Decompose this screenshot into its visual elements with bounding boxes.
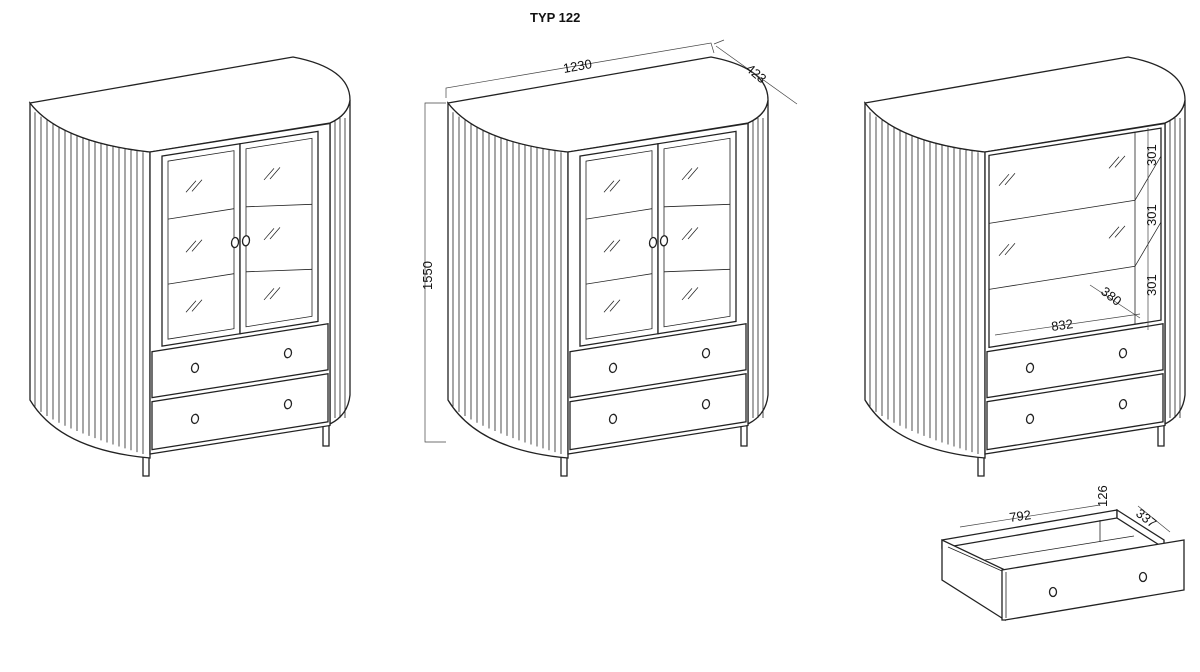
cabinet-closed-doors-view bbox=[28, 56, 351, 477]
drawer-knob-icon bbox=[1025, 413, 1035, 425]
leg bbox=[740, 422, 748, 447]
glass-reflection bbox=[1108, 225, 1126, 239]
drawer-height-dimension: 126 bbox=[1095, 485, 1110, 507]
glass-door bbox=[239, 130, 319, 335]
leg bbox=[1157, 422, 1165, 447]
glass-door bbox=[657, 130, 737, 335]
drawer-width-dimension: 792 bbox=[1008, 507, 1032, 525]
shelf bbox=[586, 273, 652, 285]
drawer-knob-icon bbox=[608, 362, 618, 374]
glass-reflection bbox=[185, 299, 203, 313]
shelf bbox=[663, 268, 731, 273]
top-panel bbox=[446, 56, 769, 153]
drawer-front bbox=[151, 373, 329, 451]
glass-reflection bbox=[681, 167, 699, 181]
glass-reflection bbox=[681, 287, 699, 301]
cabinet-dimensioned-view bbox=[446, 56, 769, 477]
drawer-knob-icon bbox=[190, 362, 200, 374]
shelf-spacing-3: 301 bbox=[1144, 274, 1159, 296]
drawer-knob-icon bbox=[1118, 398, 1128, 410]
shelf bbox=[245, 268, 313, 273]
door-knob-icon bbox=[230, 236, 240, 249]
glass-door bbox=[579, 142, 659, 347]
drawer-knob-icon bbox=[1138, 571, 1148, 583]
glass-reflection bbox=[263, 287, 281, 301]
shelf bbox=[586, 208, 652, 220]
leg bbox=[322, 422, 330, 447]
glass-reflection bbox=[603, 179, 621, 193]
glass-reflection bbox=[1108, 155, 1126, 169]
height-dimension: 1550 bbox=[420, 261, 435, 290]
left-fluted-side bbox=[447, 101, 569, 459]
glass-reflection bbox=[681, 227, 699, 241]
front bbox=[567, 122, 749, 455]
drawer-knob-icon bbox=[1118, 347, 1128, 359]
drawer-front bbox=[569, 323, 747, 399]
glass-reflection bbox=[185, 239, 203, 253]
left-fluted-side bbox=[29, 101, 151, 459]
drawer-knob-icon bbox=[190, 413, 200, 425]
drawer-knob-icon bbox=[283, 347, 293, 359]
width-dimension: 1230 bbox=[562, 56, 593, 76]
glass-door bbox=[161, 142, 241, 347]
top-panel bbox=[863, 56, 1186, 153]
shelf bbox=[663, 203, 731, 208]
glass-reflection bbox=[185, 179, 203, 193]
glass-reflection bbox=[603, 239, 621, 253]
drawer-knob-icon bbox=[1048, 586, 1058, 598]
open-compartment bbox=[988, 127, 1162, 349]
drawing-title: TYP 122 bbox=[530, 10, 580, 25]
drawer-front bbox=[569, 373, 747, 451]
shelf bbox=[168, 208, 234, 220]
door-knob-icon bbox=[648, 236, 658, 249]
drawer-front bbox=[151, 323, 329, 399]
glass-reflection bbox=[263, 227, 281, 241]
shelf-spacing-1: 301 bbox=[1144, 144, 1159, 166]
shelf-spacing-2: 301 bbox=[1144, 204, 1159, 226]
front bbox=[149, 122, 331, 455]
glass-reflection bbox=[998, 243, 1016, 257]
glass-reflection bbox=[998, 173, 1016, 187]
left-fluted-side bbox=[864, 101, 986, 459]
glass-reflection bbox=[263, 167, 281, 181]
drawer-knob-icon bbox=[608, 413, 618, 425]
inner-width-dimension: 832 bbox=[1050, 316, 1074, 334]
front bbox=[984, 122, 1166, 455]
glass-reflection bbox=[603, 299, 621, 313]
door-knob-icon bbox=[241, 235, 251, 247]
drawer-front bbox=[986, 373, 1164, 451]
top-panel bbox=[28, 56, 351, 153]
door-knob-icon bbox=[659, 235, 669, 247]
drawer-knob-icon bbox=[701, 347, 711, 359]
cabinet-open-shelves-view bbox=[863, 56, 1186, 477]
drawer-detail: 792 126 337 bbox=[941, 485, 1185, 622]
shelf bbox=[168, 273, 234, 285]
drawer-knob-icon bbox=[283, 398, 293, 410]
drawer-knob-icon bbox=[701, 398, 711, 410]
drawer-knob-icon bbox=[1025, 362, 1035, 374]
drawer-front bbox=[986, 323, 1164, 399]
shelf bbox=[245, 203, 313, 208]
